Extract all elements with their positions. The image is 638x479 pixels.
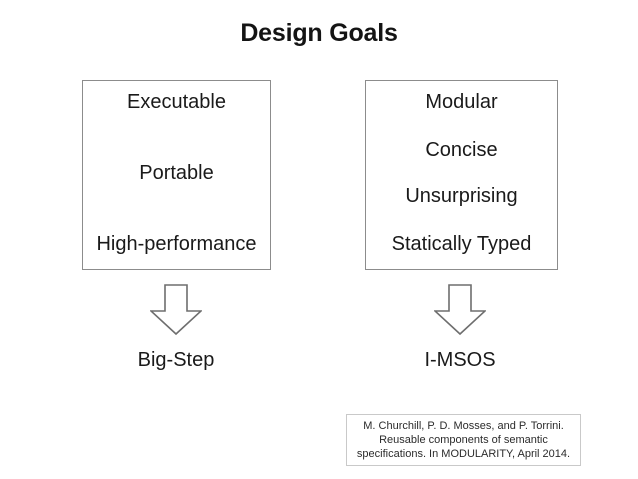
citation-box: M. Churchill, P. D. Mosses, and P. Torri…	[346, 414, 581, 466]
goal-item-portable: Portable	[139, 162, 214, 184]
citation-line-2: Reusable components of semantic	[379, 434, 548, 446]
goal-item-modular: Modular	[425, 91, 498, 113]
goal-item-high-performance: High-performance	[96, 233, 257, 255]
citation-line-3: specifications. In MODULARITY, April 201…	[356, 448, 571, 460]
page-title: Design Goals	[240, 19, 398, 47]
arrow-down-icon-left	[150, 284, 202, 336]
goal-item-statically-typed: Statically Typed	[391, 233, 532, 255]
result-label-big-step: Big-Step	[137, 349, 215, 371]
goal-box-left: Executable Portable High-performance	[82, 80, 271, 270]
result-label-i-msos: I-MSOS	[424, 349, 496, 371]
goal-item-concise: Concise	[425, 139, 498, 161]
arrow-down-icon-right	[434, 284, 486, 336]
citation-line-1: M. Churchill, P. D. Mosses, and P. Torri…	[363, 420, 564, 432]
goal-item-executable: Executable	[127, 91, 226, 113]
goal-box-right: Modular Concise Unsurprising Statically …	[365, 80, 558, 270]
goal-item-unsurprising: Unsurprising	[405, 185, 518, 207]
